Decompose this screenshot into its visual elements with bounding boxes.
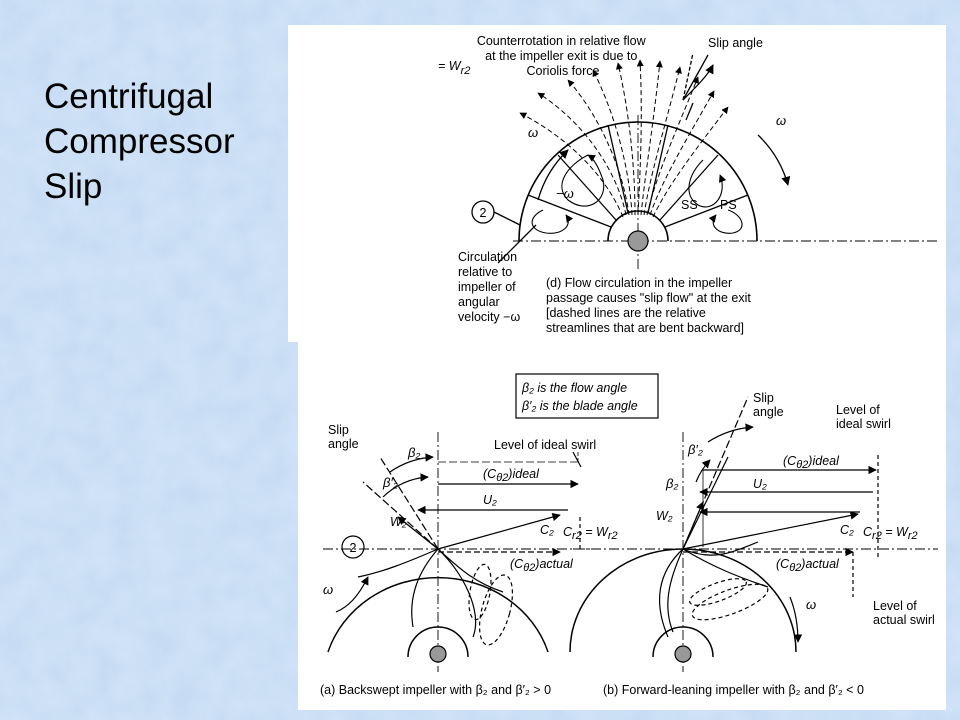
slide-title: Centrifugal Compressor Slip — [44, 74, 235, 209]
c-actual-right-tail: )actual — [799, 557, 840, 571]
velocity-triangle-figure: β₂ is the flow angle β′₂ is the blade an… — [298, 342, 946, 710]
c-actual-right: (C — [776, 557, 790, 571]
caption-d-line-4: streamlines that are bent backward] — [546, 321, 744, 335]
circulation-line-2: relative to — [458, 265, 512, 279]
level-ideal-swirl-right-line-1: Level of — [836, 403, 880, 417]
circulation-line-1: Circulation — [458, 250, 517, 264]
level-ideal-swirl-right-line-2: ideal swirl — [836, 417, 891, 431]
caption-d-line-2: passage causes "slip flow" at the exit — [546, 291, 751, 305]
svg-text:Circulation relative to: Circulation relative to impeller of angu… — [458, 250, 521, 324]
u2-left: U₂ — [483, 493, 497, 507]
level-actual-swirl-line-2: actual swirl — [873, 613, 935, 627]
cr2-left-tail-sub: r2 — [608, 530, 618, 542]
c-ideal-right-tail: )ideal — [806, 454, 840, 468]
svg-text:Cr2 = Wr2: Cr2 = Wr2 — [863, 525, 918, 542]
slip-flow-diagram: = Wr2 Counterrotation in relative flow a… — [438, 34, 938, 335]
c-ideal-left-sub: θ2 — [496, 472, 508, 484]
caption-b: (b) Forward-leaning impeller with β₂ and… — [603, 683, 864, 697]
slide-title-line-1: Centrifugal — [44, 77, 214, 116]
caption-a: (a) Backswept impeller with β₂ and β′₂ >… — [320, 683, 551, 697]
w-r2-subscript: r2 — [461, 65, 471, 77]
svg-text:(Cθ2)ideal: (Cθ2)ideal — [483, 467, 540, 484]
legend-box — [515, 373, 659, 419]
counterrotation-line-2: at the impeller exit is due to — [485, 49, 637, 63]
omega-left: ω — [323, 582, 333, 597]
station-2-label: 2 — [480, 206, 487, 220]
svg-text:(Cθ2)ideal: (Cθ2)ideal — [783, 454, 840, 471]
slip-angle-left-line-1: Slip — [328, 423, 349, 437]
c-actual-right-sub: θ2 — [789, 562, 801, 574]
cr2-right: C — [863, 525, 873, 539]
cr2-left-sub: r2 — [572, 530, 582, 542]
slip-angle-label: Slip angle — [708, 36, 763, 50]
circulation-line-3: impeller of — [458, 280, 516, 294]
c-actual-left: (C — [510, 557, 524, 571]
svg-text:Counterrotation in relative fl: Counterrotation in relative flow at the … — [477, 34, 649, 78]
c-ideal-left: (C — [483, 467, 497, 481]
velocity-triangle-diagram: β₂ is the flow angle β′₂ is the blade an… — [320, 373, 938, 697]
slip-flow-figure: = Wr2 Counterrotation in relative flow a… — [288, 25, 946, 342]
cr2-right-tail: = W — [882, 525, 909, 539]
beta2-prime-left: β′₂ — [382, 475, 398, 490]
suction-side-label: SS — [681, 198, 698, 212]
backswept-impeller — [323, 432, 598, 672]
slip-angle-right-line-2: angle — [753, 405, 784, 419]
caption-d-line-3: [dashed lines are the relative — [546, 306, 706, 320]
w2-left: W₂ — [390, 515, 407, 529]
beta2-right: β₂ — [665, 476, 678, 491]
c-actual-left-sub: θ2 — [523, 562, 535, 574]
omega-right-label: ω — [776, 113, 786, 128]
level-actual-swirl-line-1: Level of — [873, 599, 917, 613]
legend-blade-angle: β′₂ is the blade angle — [521, 399, 638, 413]
w2-right: W₂ — [656, 509, 673, 523]
caption-d-line-1: (d) Flow circulation in the impeller — [546, 276, 732, 290]
legend-flow-angle: β₂ is the flow angle — [521, 381, 627, 395]
beta2-left: β₂ — [407, 445, 420, 460]
w-r2-label: = W — [438, 59, 462, 73]
c2-right: C₂ — [840, 523, 854, 537]
svg-text:(Cθ2)actual: (Cθ2)actual — [776, 557, 840, 574]
svg-text:= Wr2: = Wr2 — [438, 59, 470, 77]
c2-left: C₂ — [540, 523, 554, 537]
svg-text:Cr2 = Wr2: Cr2 = Wr2 — [563, 525, 618, 542]
level-ideal-swirl-left: Level of ideal swirl — [494, 438, 596, 452]
omega-left-label: ω — [528, 125, 538, 140]
cr2-left-tail: = W — [582, 525, 609, 539]
neg-omega-label: −ω — [556, 186, 574, 201]
cr2-right-sub: r2 — [872, 530, 882, 542]
cr2-left: C — [563, 525, 573, 539]
forward-leaning-impeller — [569, 396, 938, 672]
counterrotation-line-3: Coriolis force — [527, 64, 600, 78]
cr2-right-tail-sub: r2 — [908, 530, 918, 542]
omega-right: ω — [806, 597, 816, 612]
slide-title-line-3: Slip — [44, 167, 103, 206]
station-2-left: 2 — [350, 541, 357, 555]
svg-text:(Cθ2)actual: (Cθ2)actual — [510, 557, 574, 574]
circulation-line-5: velocity −ω — [458, 310, 520, 324]
c-ideal-right-sub: θ2 — [796, 459, 808, 471]
slip-angle-left-line-2: angle — [328, 437, 359, 451]
c-ideal-left-tail: )ideal — [506, 467, 540, 481]
u2-right: U₂ — [753, 477, 767, 491]
svg-text:(d) Flow circulation in the im: (d) Flow circulation in the impeller pas… — [546, 276, 754, 335]
slide-title-line-2: Compressor — [44, 122, 235, 161]
c-ideal-right: (C — [783, 454, 797, 468]
counterrotation-line-1: Counterrotation in relative flow — [477, 34, 647, 48]
circulation-line-4: angular — [458, 295, 500, 309]
c-actual-left-tail: )actual — [533, 557, 574, 571]
beta2-prime-right: β′₂ — [687, 442, 703, 457]
pressure-side-label: PS — [720, 198, 737, 212]
slip-angle-right-line-1: Slip — [753, 391, 774, 405]
